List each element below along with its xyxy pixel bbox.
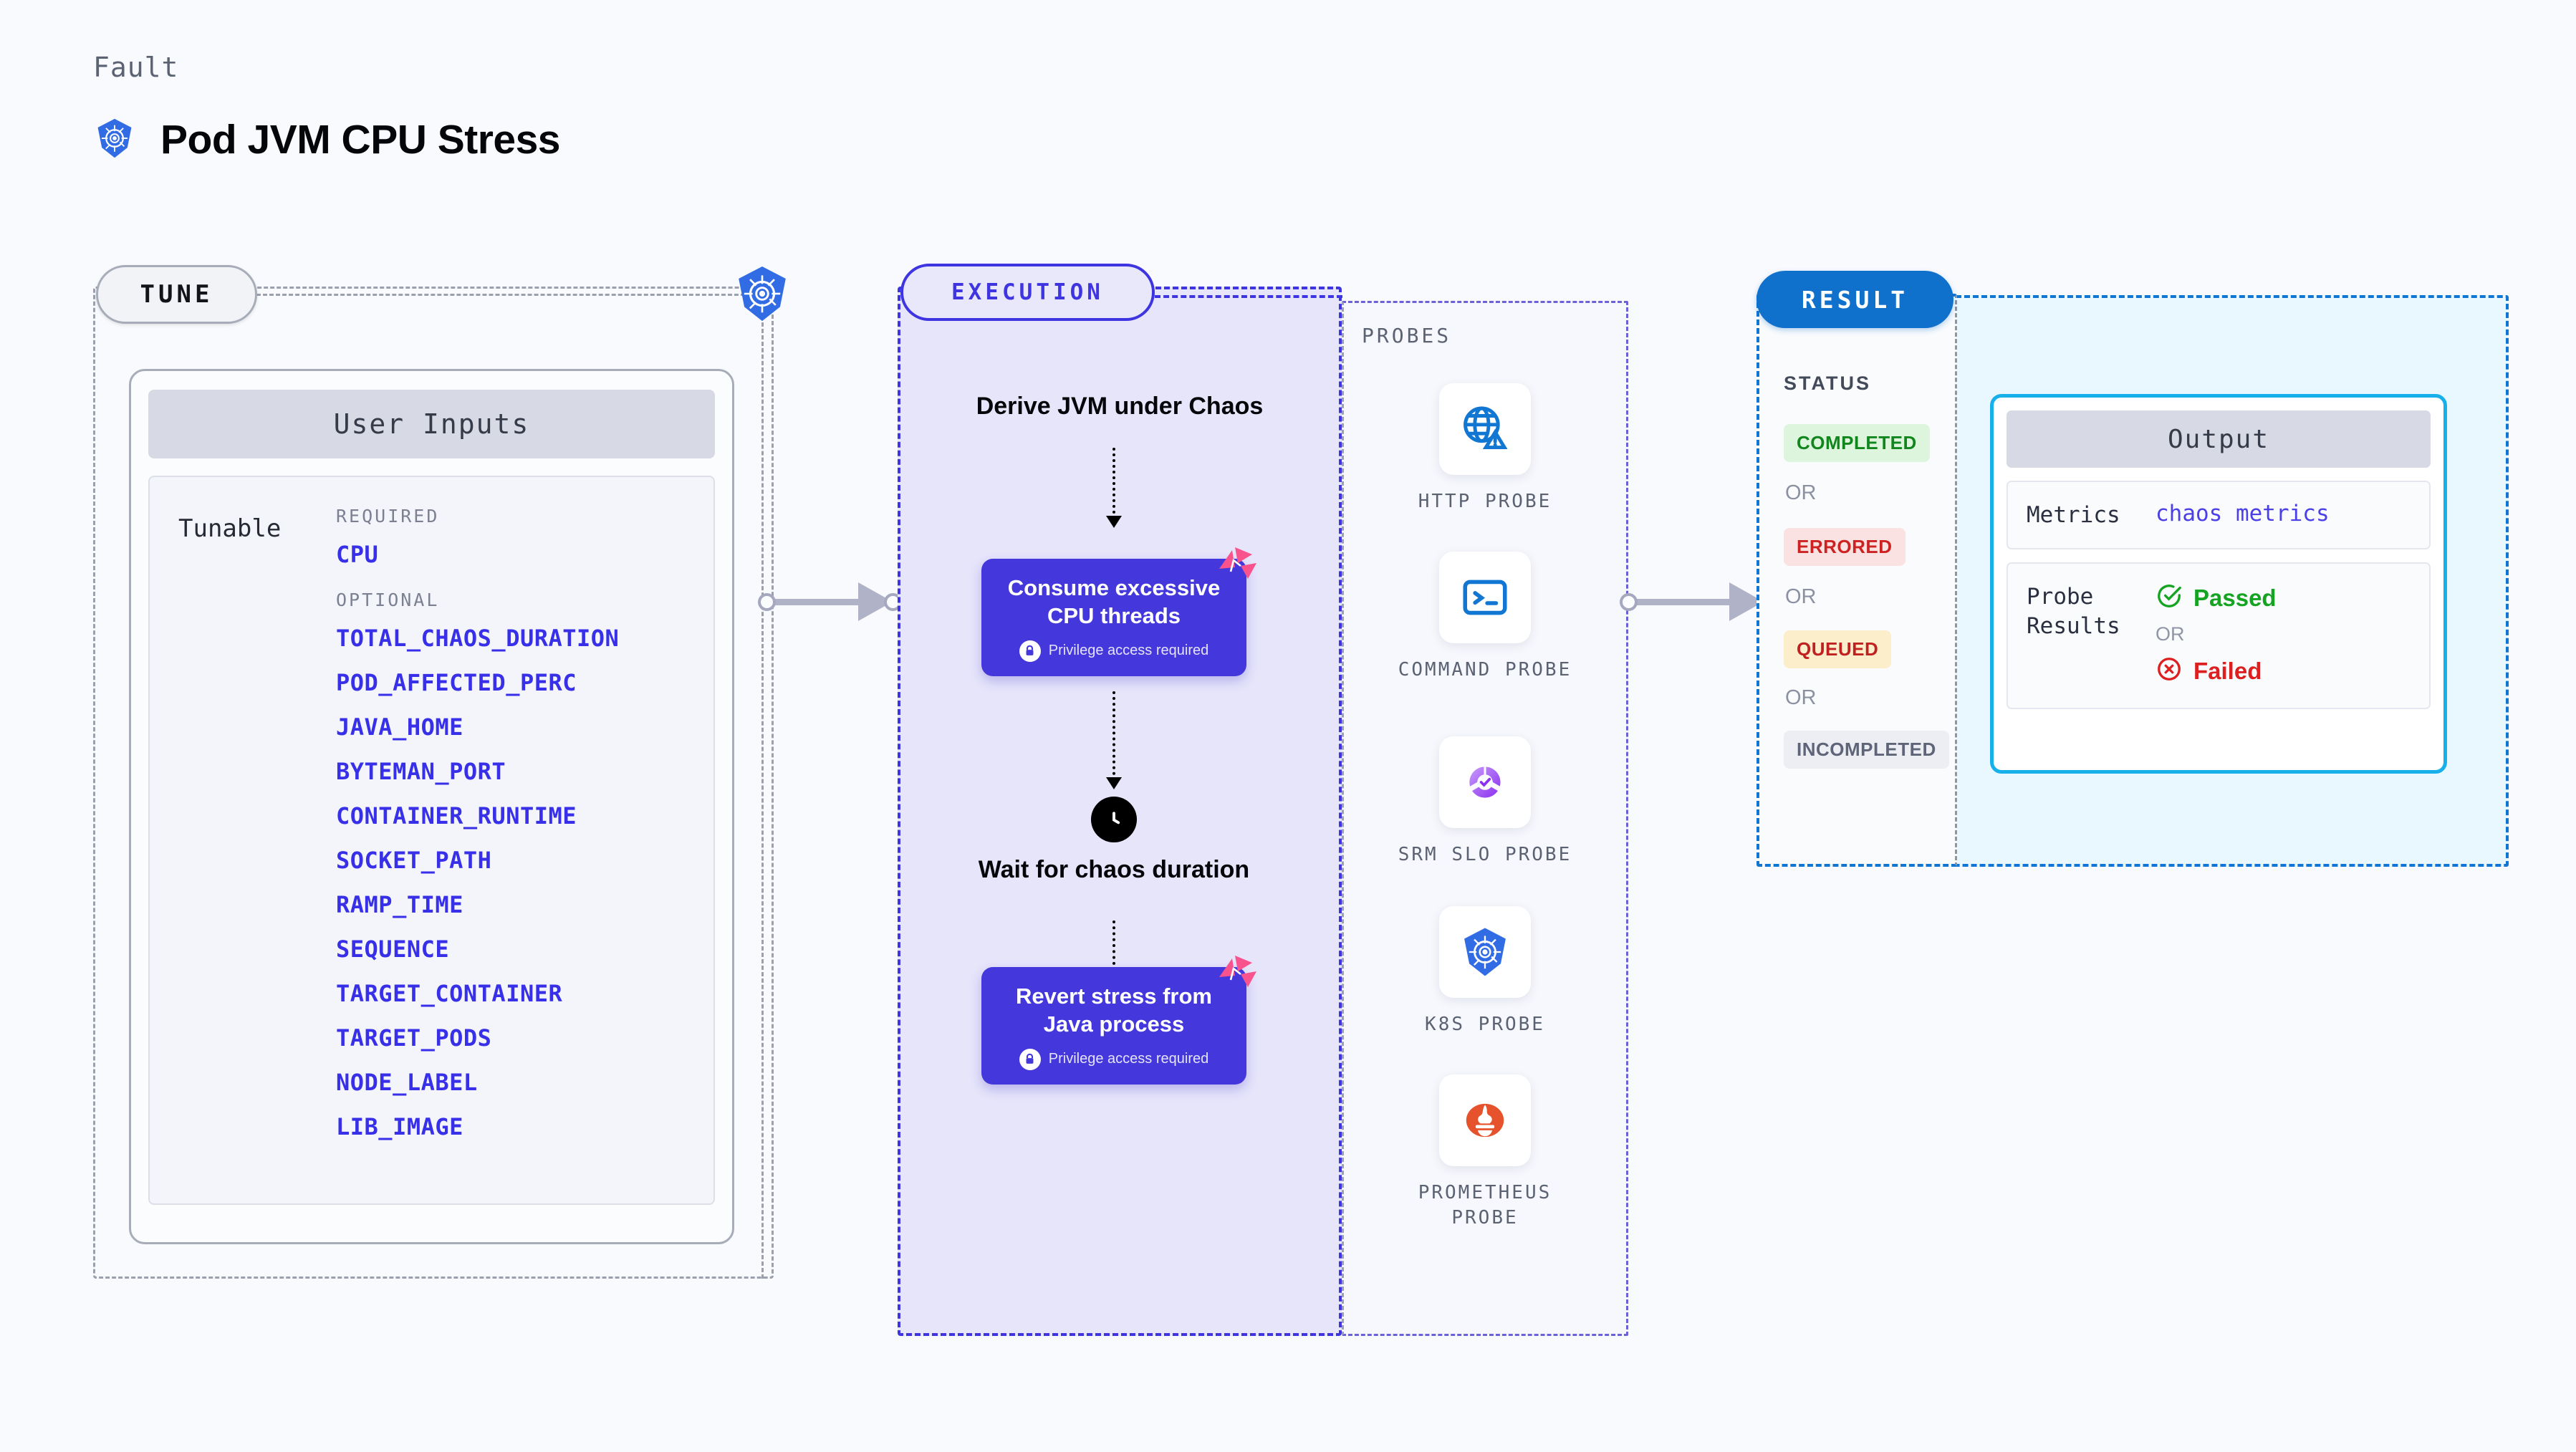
tune-badge[interactable]: TUNE [96,265,257,324]
probe-failed-label: Failed [2193,657,2262,684]
tunable-field-byteman-port[interactable]: BYTEMAN_PORT [336,758,506,785]
fault-kicker: Fault [93,52,179,83]
check-circle-icon [2156,582,2183,613]
probe-http[interactable]: HTTP PROBE [1392,383,1578,514]
status-badge-errored: ERRORED [1784,528,1905,566]
tunable-field-node-label[interactable]: NODE_LABEL [336,1069,478,1096]
terminal-icon [1439,552,1531,643]
tunable-field-java-home[interactable]: JAVA_HOME [336,713,463,741]
tunable-field-cpu[interactable]: CPU [336,541,379,568]
execution-card-title: Consume excessive CPU threads [1007,575,1221,628]
tunable-field-target-pods[interactable]: TARGET_PODS [336,1024,492,1052]
probe-result-failed: Failed [2156,655,2277,686]
status-title: STATUS [1784,372,1871,394]
result-badge[interactable]: RESULT [1756,271,1953,328]
tune-region [93,287,774,1279]
output-header: Output [2007,410,2431,468]
required-group-label: REQUIRED [336,506,440,527]
connector-tune-to-execution [758,580,902,623]
probe-result-passed: Passed [2156,582,2277,613]
status-or-3: OR [1785,686,1817,709]
globe-warning-icon [1439,383,1531,475]
flow-arrow-1 [1112,448,1115,519]
status-or-1: OR [1785,481,1817,504]
execution-card-title: Revert stress from Java process [1016,984,1212,1037]
tunable-field-socket-path[interactable]: SOCKET_PATH [336,847,492,874]
probe-label: SRM SLO PROBE [1398,844,1572,865]
tunable-label: Tunable [178,514,282,543]
lock-icon [1019,640,1041,662]
output-card: Output Metrics chaos metrics Probe Resul… [1990,394,2447,774]
page-title: Pod JVM CPU Stress [160,117,561,163]
probe-srm-slo[interactable]: SRM SLO PROBE [1392,736,1578,867]
x-circle-icon [2156,655,2183,686]
metrics-key: Metrics [2027,502,2120,528]
tune-right-dash [761,322,764,1279]
probe-label: COMMAND PROBE [1398,659,1572,681]
probe-k8s[interactable]: K8S PROBE [1392,906,1578,1037]
kubernetes-icon [93,117,136,163]
flow-arrow-3 [1112,920,1115,989]
probe-prometheus[interactable]: PROMETHEUS PROBE [1392,1074,1578,1231]
probe-label: PROMETHEUS PROBE [1418,1182,1552,1229]
probe-command[interactable]: COMMAND PROBE [1392,552,1578,683]
tunable-field-lib-image[interactable]: LIB_IMAGE [336,1113,463,1140]
execution-top-dash [1155,295,1342,298]
optional-group-label: OPTIONAL [336,590,440,610]
user-inputs-body: Tunable REQUIRED CPU OPTIONAL TOTAL_CHAO… [148,476,715,1205]
probe-results-key: Probe Results [2027,584,2120,639]
output-metrics-row: Metrics chaos metrics [2007,481,2431,550]
privilege-note: Privilege access required [993,640,1235,662]
flow-arrowhead-1 [1106,516,1122,528]
litmus-icon [1216,544,1259,583]
flow-arrowhead-2 [1106,777,1122,789]
status-badge-completed: COMPLETED [1784,424,1930,462]
flow-arrow-2 [1112,691,1115,781]
tunable-field-target-container[interactable]: TARGET_CONTAINER [336,980,563,1007]
lock-icon [1019,1048,1041,1070]
status-badge-incompleted: INCOMPLETED [1784,731,1949,769]
prometheus-icon [1439,1074,1531,1166]
litmus-icon [1216,953,1259,991]
page-title-row: Pod JVM CPU Stress [93,116,561,163]
status-or-2: OR [1785,585,1817,608]
output-probe-results-row: Probe Results Passed OR [2007,562,2431,710]
execution-card-consume-cpu[interactable]: Consume excessive CPU threads Privilege … [981,547,1256,676]
status-badge-queued: QUEUED [1784,630,1892,668]
clock-icon [1091,797,1137,842]
result-status-region [1756,294,1957,867]
probe-label: K8S PROBE [1425,1014,1545,1035]
execution-card-revert-stress[interactable]: Revert stress from Java process Privileg… [981,956,1256,1085]
execution-step-wait-chaos: Wait for chaos duration [978,856,1250,883]
user-inputs-header: User Inputs [148,390,715,458]
probe-passed-label: Passed [2193,584,2277,611]
kubernetes-icon [1439,906,1531,998]
tunable-fields-list: REQUIRED CPU OPTIONAL TOTAL_CHAOS_DURATI… [336,503,713,1203]
tunable-field-total-chaos-duration[interactable]: TOTAL_CHAOS_DURATION [336,625,620,652]
probe-label: HTTP PROBE [1418,491,1552,512]
metrics-value[interactable]: chaos metrics [2156,501,2330,527]
execution-badge[interactable]: EXECUTION [900,264,1155,321]
privilege-note-text: Privilege access required [1048,643,1209,658]
probe-results-values: Passed OR Failed [2156,582,2277,686]
srm-slo-icon [1439,736,1531,828]
probes-title: PROBES [1362,324,1452,347]
privilege-note: Privilege access required [993,1048,1235,1070]
kubernetes-icon [732,264,792,324]
privilege-note-text: Privilege access required [1048,1051,1209,1067]
tune-top-dash [256,294,758,296]
tunable-field-ramp-time[interactable]: RAMP_TIME [336,891,463,918]
tunable-field-sequence[interactable]: SEQUENCE [336,936,450,963]
connector-probes-to-result [1620,580,1774,623]
tunable-field-container-runtime[interactable]: CONTAINER_RUNTIME [336,802,577,830]
execution-step-derive-jvm: Derive JVM under Chaos [976,393,1264,420]
probe-results-or: OR [2156,623,2185,645]
user-inputs-card: User Inputs Tunable REQUIRED CPU OPTIONA… [129,369,734,1244]
tunable-field-pod-affected-perc[interactable]: POD_AFFECTED_PERC [336,669,577,696]
